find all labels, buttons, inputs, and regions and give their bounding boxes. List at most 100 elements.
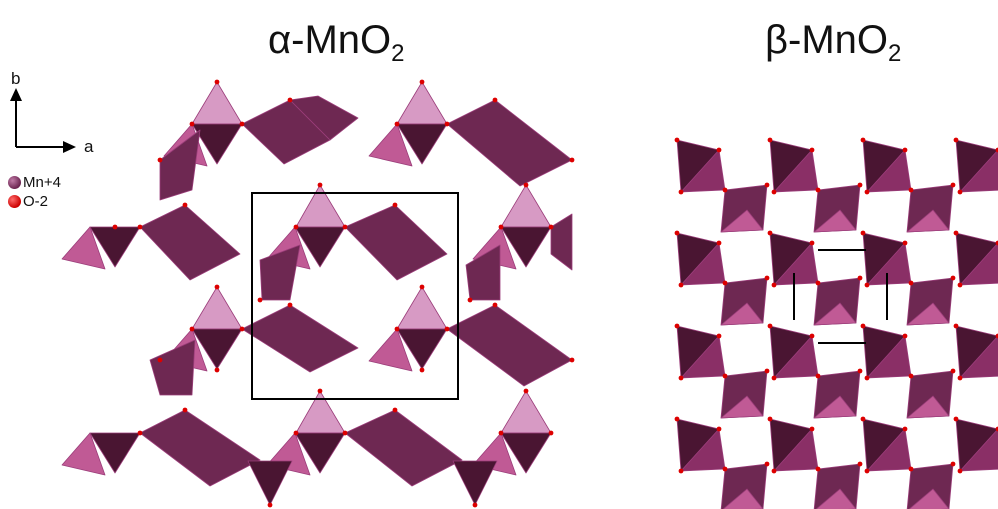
oxygen-atom <box>342 224 348 230</box>
oxygen-atom <box>157 357 163 363</box>
oxygen-atom <box>764 182 770 188</box>
octahedron-wall <box>446 304 573 387</box>
oxygen-atom <box>722 373 728 379</box>
octahedron-face <box>773 428 819 472</box>
oxygen-atom <box>860 230 866 236</box>
octahedron-pink-face <box>61 226 106 270</box>
octahedron-pink-face <box>720 209 764 233</box>
oxygen-atom <box>953 416 959 422</box>
octahedron-pink-face <box>720 302 764 326</box>
alpha-mno2-structure <box>61 79 575 508</box>
oxygen-atom <box>112 224 118 230</box>
mn-sphere-icon <box>8 176 21 189</box>
oxygen-atom <box>674 137 680 143</box>
oxygen-atom <box>678 375 684 381</box>
oxygen-atom <box>392 407 398 413</box>
oxygen-atom <box>957 375 963 381</box>
oxygen-atom <box>569 157 575 163</box>
b-axis-label: b <box>11 69 21 88</box>
oxygen-atom <box>548 224 554 230</box>
legend-item-o: O-2 <box>8 192 61 211</box>
oxygen-atom <box>257 297 263 303</box>
octahedron-dark-face <box>294 226 346 268</box>
oxygen-atom <box>569 357 575 363</box>
octahedron-face <box>680 428 726 472</box>
octahedron-wall <box>344 409 463 487</box>
axis-indicator <box>10 88 76 153</box>
oxygen-atom <box>908 373 914 379</box>
beta-mno2-title: β-MnO2 <box>765 18 902 67</box>
oxygen-atom <box>467 297 473 303</box>
legend-item-mn: Mn+4 <box>8 173 61 192</box>
oxygen-atom <box>674 230 680 236</box>
octahedron-face <box>959 428 998 472</box>
octahedron-dark-face <box>500 432 552 474</box>
octahedron-dark-face <box>396 328 448 370</box>
oxygen-atom <box>137 430 143 436</box>
oxygen-atom <box>950 461 956 467</box>
octahedron-face <box>959 242 998 286</box>
octahedron-top-face <box>295 184 346 228</box>
octahedron-face <box>680 242 726 286</box>
octahedron-pink-face <box>813 395 857 419</box>
octahedron-wall <box>446 99 573 187</box>
oxygen-atom <box>189 326 195 332</box>
oxygen-atom <box>137 224 143 230</box>
a-axis-label: a <box>84 137 94 156</box>
oxygen-atom <box>767 230 773 236</box>
octahedron-wall <box>344 204 448 281</box>
octahedron-pink-face <box>368 328 413 372</box>
oxygen-atom <box>864 282 870 288</box>
oxygen-atom <box>771 468 777 474</box>
oxygen-atom <box>857 275 863 281</box>
oxygen-atom <box>239 121 245 127</box>
oxygen-atom <box>394 121 400 127</box>
oxygen-atom <box>953 323 959 329</box>
oxygen-atom <box>214 79 220 85</box>
octahedron-wall <box>465 244 501 301</box>
octahedron-wall <box>259 244 301 301</box>
octahedron-pink-face <box>906 302 950 326</box>
o-sphere-icon <box>8 195 21 208</box>
octahedron-dark-face <box>89 432 141 474</box>
octahedron-face <box>680 335 726 379</box>
oxygen-atom <box>860 137 866 143</box>
oxygen-atom <box>957 282 963 288</box>
oxygen-atom <box>444 121 450 127</box>
oxygen-atom <box>523 182 529 188</box>
oxygen-atom <box>492 97 498 103</box>
oxygen-atom <box>267 502 273 508</box>
oxygen-atom <box>771 282 777 288</box>
oxygen-atom <box>764 275 770 281</box>
oxygen-atom <box>908 466 914 472</box>
oxygen-atom <box>953 137 959 143</box>
oxygen-atom <box>419 79 425 85</box>
alpha-unit-cell <box>251 192 459 400</box>
oxygen-atom <box>293 430 299 436</box>
octahedron-top-face <box>396 81 448 125</box>
octahedron-pink-face <box>813 302 857 326</box>
oxygen-atom <box>767 416 773 422</box>
octahedron-face <box>959 335 998 379</box>
octahedron-wall <box>159 129 201 201</box>
oxygen-atom <box>809 426 815 432</box>
octahedron-top-face <box>500 184 552 228</box>
oxygen-atom <box>864 375 870 381</box>
oxygen-atom <box>722 280 728 286</box>
octahedron-dark-face <box>396 123 448 165</box>
oxygen-atom <box>674 416 680 422</box>
octahedron-wall <box>289 95 359 141</box>
oxygen-atom <box>214 284 220 290</box>
octahedron-pink-face <box>61 432 106 476</box>
oxygen-atom <box>293 224 299 230</box>
octahedron-dark-face <box>452 460 498 506</box>
oxygen-atom <box>764 368 770 374</box>
octahedron-top-face <box>191 286 243 330</box>
octahedron-top-face <box>396 286 448 330</box>
oxygen-atom <box>815 466 821 472</box>
oxygen-atom <box>908 187 914 193</box>
oxygen-atom <box>498 224 504 230</box>
oxygen-atom <box>419 284 425 290</box>
oxygen-atom <box>767 323 773 329</box>
